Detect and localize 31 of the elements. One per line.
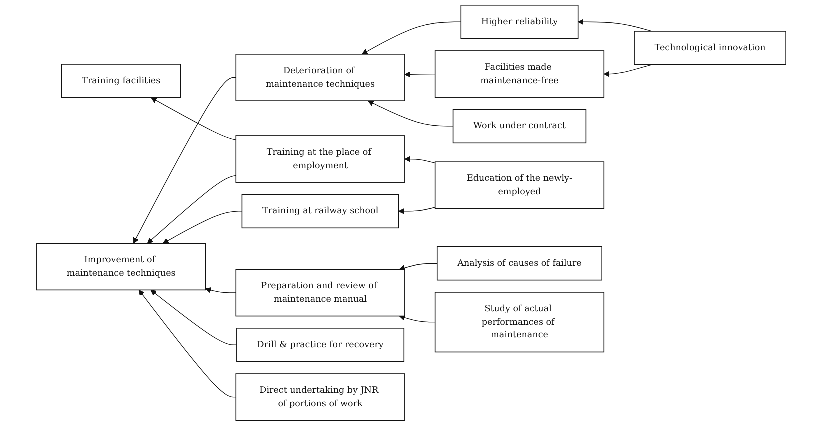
node-box: Training at the place of employment: [236, 136, 406, 183]
node-box: Drill & practice for recovery: [236, 328, 405, 362]
arrow: [578, 19, 652, 32]
arrow: [398, 207, 436, 214]
node-box: Training at railway school: [242, 194, 400, 229]
node-box: Technological innovation: [634, 31, 786, 66]
arrow: [362, 22, 462, 55]
arrow: [150, 290, 238, 346]
arrow: [205, 287, 236, 294]
node-box: Improvement of maintenance techniques: [36, 243, 206, 291]
node-box: Work under contract: [452, 109, 587, 144]
arrow: [399, 314, 436, 323]
arrow: [133, 77, 236, 244]
node-box: Deterioration of maintenance techniques: [236, 54, 406, 102]
arrow: [147, 175, 236, 244]
node-box: Preparation and review of maintenance manual: [236, 269, 406, 317]
arrow: [162, 211, 243, 244]
arrow: [404, 72, 436, 78]
arrow: [404, 156, 436, 164]
arrow: [368, 100, 454, 127]
node-box: Education of the newly-employed: [434, 162, 605, 210]
node-box: Training facilities: [61, 64, 182, 98]
node-box: Higher reliability: [460, 5, 579, 40]
arrow: [151, 98, 236, 140]
node-box: Study of actual performances of maintenance: [434, 292, 605, 353]
arrow: [399, 263, 438, 271]
node-box: Analysis of causes of failure: [436, 246, 602, 281]
arrow: [604, 64, 652, 78]
arrow: [138, 290, 236, 398]
node-box: Facilities made maintenance-free: [434, 50, 605, 98]
node-box: Direct undertaking by JNR of portions of work: [236, 374, 406, 421]
